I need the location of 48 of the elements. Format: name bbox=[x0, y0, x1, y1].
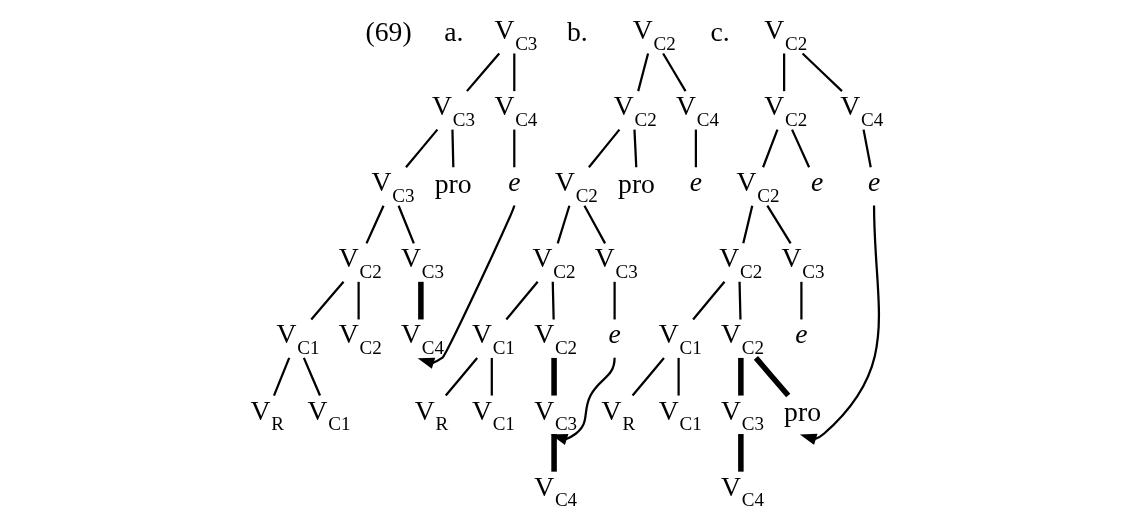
node-text: e bbox=[608, 318, 621, 350]
node-text: V$_{C1}$ bbox=[471, 394, 515, 435]
node-text: V$_{R}$ bbox=[601, 394, 636, 435]
label: a. bbox=[444, 15, 464, 47]
node-text: V$_{C2}$ bbox=[554, 166, 598, 206]
node-text: V$_{C2}$ bbox=[764, 14, 808, 54]
node-text: V$_{C2}$ bbox=[720, 318, 764, 358]
node-text: V$_{C2}$ bbox=[338, 318, 382, 358]
node-text: V$_{C1}$ bbox=[658, 318, 702, 358]
label: (69) bbox=[365, 15, 412, 47]
node-text: V$_{C2}$ bbox=[534, 318, 578, 358]
label: c. bbox=[710, 15, 730, 47]
node-text: V$_{C2}$ bbox=[338, 242, 382, 282]
node-text: pro bbox=[434, 167, 472, 199]
node-text: e bbox=[868, 166, 881, 198]
node-text: V$_{C1}$ bbox=[276, 318, 320, 358]
node-text: V$_{C3}$ bbox=[534, 394, 578, 435]
node-text: pro bbox=[784, 396, 821, 428]
node-text: e bbox=[810, 166, 824, 198]
node-text: V$_{C3}$ bbox=[720, 394, 764, 435]
node-text: V$_{C1}$ bbox=[471, 318, 515, 358]
node-text: e bbox=[508, 166, 521, 198]
node-text: V$_{C2}$ bbox=[632, 14, 676, 54]
node-text: V$_{R}$ bbox=[414, 394, 449, 435]
node-text: V$_{C2}$ bbox=[532, 242, 576, 282]
node-text: V$_{C1}$ bbox=[658, 394, 702, 435]
node-text: V$_{C2}$ bbox=[613, 90, 657, 130]
node-text: V$_{C4}$ bbox=[720, 470, 764, 511]
node-text: V$_{C3}$ bbox=[781, 242, 825, 282]
node-text: V$_{C1}$ bbox=[307, 394, 351, 435]
node-text: V$_{C2}$ bbox=[719, 242, 763, 282]
node-text: e bbox=[689, 166, 703, 198]
node-text: V$_{C3}$ bbox=[371, 166, 415, 206]
node-text: V$_{C4}$ bbox=[840, 90, 884, 130]
label: b. bbox=[567, 15, 588, 47]
node-text: V$_{R}$ bbox=[250, 394, 284, 435]
node-text: V$_{C4}$ bbox=[534, 470, 578, 511]
node-text: V$_{C2}$ bbox=[764, 90, 808, 130]
node-text: V$_{C3}$ bbox=[400, 242, 444, 282]
node-text: V$_{C4}$ bbox=[400, 318, 444, 358]
node-text: V$_{C3}$ bbox=[494, 14, 538, 54]
node-text: pro bbox=[618, 167, 655, 199]
node-text: e bbox=[795, 318, 808, 350]
node-text: V$_{C3}$ bbox=[432, 90, 476, 130]
node-text: V$_{C4}$ bbox=[676, 90, 719, 130]
node-text: V$_{C2}$ bbox=[736, 166, 780, 206]
node-text: V$_{C3}$ bbox=[594, 242, 638, 282]
node-text: V$_{C4}$ bbox=[494, 90, 538, 130]
